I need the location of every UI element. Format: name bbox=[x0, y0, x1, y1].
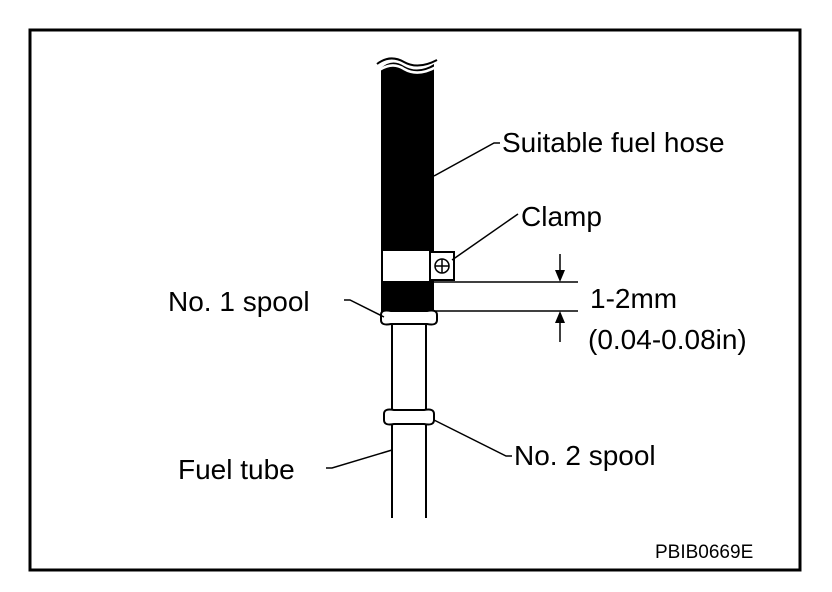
label-fuel-hose: Suitable fuel hose bbox=[502, 127, 725, 158]
label-dimension-mm: 1-2mm bbox=[590, 283, 677, 314]
dimension-arrow-down-icon bbox=[555, 254, 565, 282]
label-clamp: Clamp bbox=[521, 201, 602, 232]
spool-2 bbox=[383, 408, 435, 426]
leader-spool1 bbox=[344, 299, 385, 318]
leader-lines bbox=[326, 142, 519, 469]
leader-spool2 bbox=[433, 419, 512, 457]
figure-code: PBIB0669E bbox=[655, 542, 753, 563]
label-dimension-in: (0.04-0.08in) bbox=[588, 324, 747, 355]
spool-1 bbox=[380, 309, 438, 326]
label-fuel-tube: Fuel tube bbox=[178, 454, 295, 485]
label-spool-2: No. 2 spool bbox=[514, 440, 656, 471]
clamp bbox=[381, 249, 455, 283]
dimension-indicator bbox=[434, 254, 578, 342]
leader-tube bbox=[326, 449, 393, 469]
clamp-screw-icon bbox=[434, 258, 450, 274]
label-spool-1: No. 1 spool bbox=[168, 286, 310, 317]
dimension-arrow-up-icon bbox=[555, 311, 565, 342]
leader-clamp bbox=[451, 213, 519, 261]
leader-hose bbox=[433, 142, 500, 177]
